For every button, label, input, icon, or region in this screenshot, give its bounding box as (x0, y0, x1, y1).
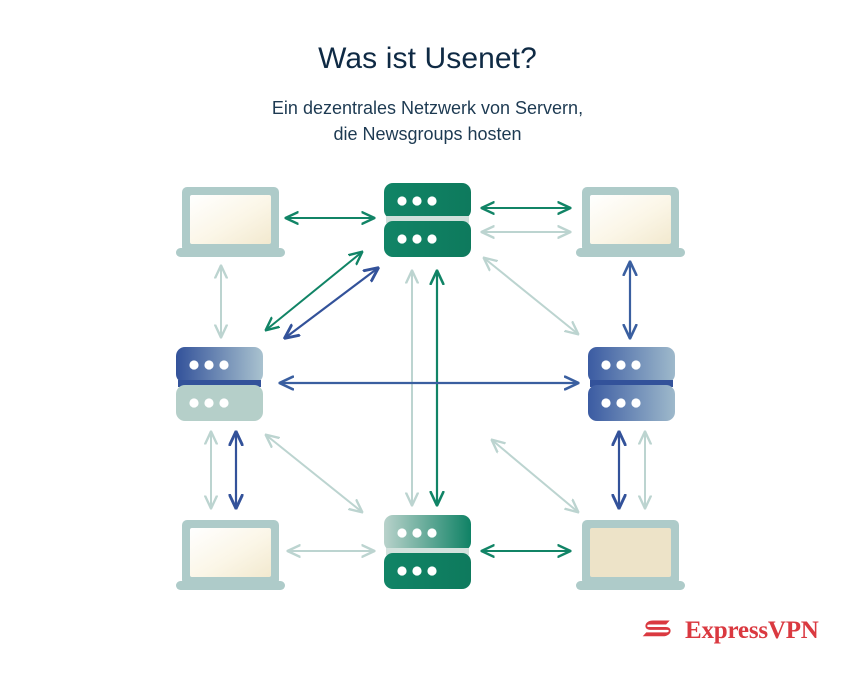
server-status-dots (397, 196, 437, 244)
expressvpn-wordmark: ExpressVPN (685, 616, 819, 644)
connection-topcenter-midright (484, 258, 578, 334)
node-laptop-top-right[interactable] (576, 187, 685, 257)
page-title: Was ist Usenet? (318, 42, 537, 75)
server-status-dots (397, 528, 437, 576)
connection-midleft-topcenter-blue (285, 268, 378, 338)
node-server-middle-left[interactable] (176, 347, 263, 421)
connection-layer (211, 208, 645, 551)
server-status-dots (601, 360, 641, 408)
page-subtitle-line-2: die Newsgroups hosten (333, 124, 522, 144)
node-laptop-bottom-right[interactable] (576, 520, 685, 590)
connection-midright-bottomcenter (492, 440, 578, 512)
node-laptop-top-left[interactable] (176, 187, 285, 257)
node-server-bottom-center[interactable] (384, 515, 471, 589)
expressvpn-logo[interactable]: ExpressVPN (640, 612, 819, 648)
node-server-top-center[interactable] (384, 183, 471, 257)
expressvpn-e-mark-icon (642, 620, 671, 637)
connection-midleft-bottomcenter (266, 435, 362, 512)
page-subtitle-line-1: Ein dezentrales Netzwerk von Servern, (271, 98, 584, 118)
node-server-middle-right[interactable] (588, 347, 675, 421)
node-laptop-bottom-left[interactable] (176, 520, 285, 590)
server-status-dots (189, 360, 229, 408)
page-subtitle: Ein dezentrales Netzwerk von Servern, di… (0, 95, 855, 147)
